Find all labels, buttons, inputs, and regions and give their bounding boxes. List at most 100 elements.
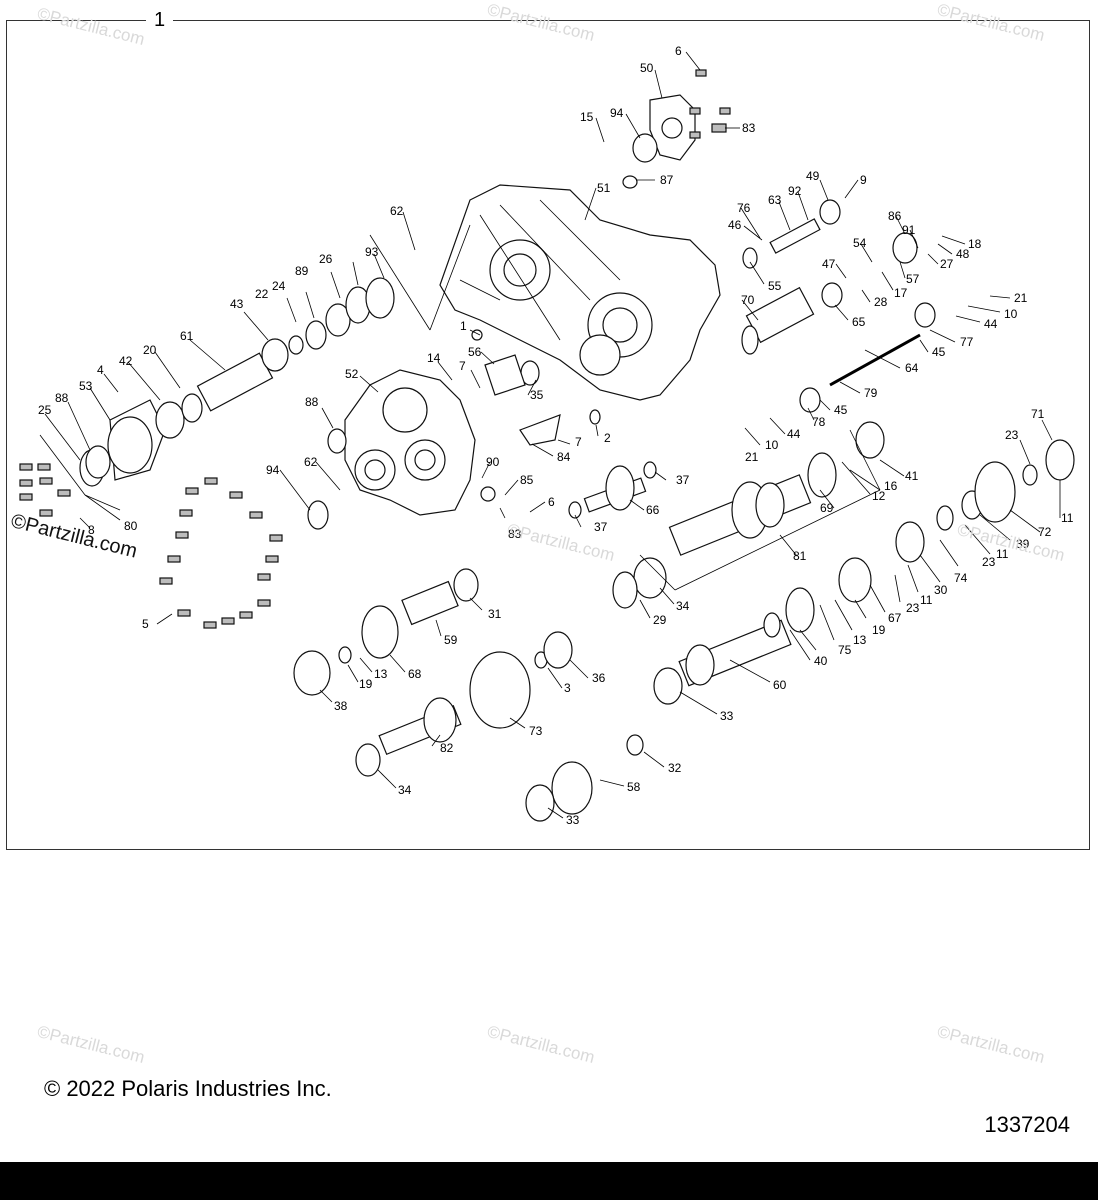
callout-61: 61 (180, 329, 194, 343)
callout-49: 49 (806, 169, 820, 183)
watermark: ©Partzilla.com (35, 1022, 147, 1068)
callout-87: 87 (660, 173, 674, 187)
callout-83: 83 (508, 527, 522, 541)
callout-84: 84 (557, 450, 571, 464)
output-shaft-assembly[interactable] (79, 277, 395, 487)
shift-drum-assembly[interactable] (741, 199, 936, 413)
callout-15: 15 (580, 110, 594, 124)
callout-68: 68 (408, 667, 422, 681)
callout-83: 83 (742, 121, 756, 135)
callout-34: 34 (398, 783, 412, 797)
callout-50: 50 (640, 61, 654, 75)
callout-89: 89 (295, 264, 309, 278)
callout-73: 73 (529, 724, 543, 738)
callout-39: 39 (1016, 537, 1030, 551)
callout-70: 70 (741, 293, 755, 307)
callout-93: 93 (365, 245, 379, 259)
watermark: ©Partzilla.com (485, 1022, 597, 1068)
callout-28: 28 (874, 295, 888, 309)
callout-81: 81 (793, 549, 807, 563)
callout-2: 2 (604, 431, 611, 445)
callout-47: 47 (822, 257, 836, 271)
callout-88: 88 (55, 391, 69, 405)
callout-23: 23 (906, 601, 920, 615)
callout-60: 60 (773, 678, 787, 692)
callout-19: 19 (872, 623, 886, 637)
callout-55: 55 (768, 279, 782, 293)
callout-7: 7 (575, 435, 582, 449)
callout-14: 14 (427, 351, 441, 365)
callout-24: 24 (272, 279, 286, 293)
callout-8: 8 (88, 523, 95, 537)
callout-94: 94 (266, 463, 280, 477)
part-callouts: 6 50 15 94 83 87 51 62 49 9 76 63 92 46 … (38, 44, 1074, 827)
callout-67: 67 (888, 611, 902, 625)
callout-76: 76 (737, 201, 751, 215)
callout-23: 23 (982, 555, 996, 569)
callout-6: 6 (548, 495, 555, 509)
callout-37: 37 (594, 520, 608, 534)
callout-34: 34 (676, 599, 690, 613)
callout-64: 64 (905, 361, 919, 375)
callout-92: 92 (788, 184, 802, 198)
callout-22: 22 (255, 287, 269, 301)
callout-74: 74 (954, 571, 968, 585)
mainshaft-assembly[interactable] (612, 421, 885, 609)
callout-18: 18 (968, 237, 982, 251)
callout-48: 48 (956, 247, 970, 261)
transmission-case-rear[interactable] (439, 184, 721, 401)
callout-57: 57 (906, 272, 920, 286)
callout-90: 90 (486, 455, 500, 469)
callout-5: 5 (142, 617, 149, 631)
transmission-case-front[interactable] (344, 369, 476, 516)
callout-45: 45 (932, 345, 946, 359)
callout-40: 40 (814, 654, 828, 668)
callout-17: 17 (894, 286, 908, 300)
callout-44: 44 (787, 427, 801, 441)
callout-12: 12 (872, 489, 886, 503)
callout-25: 25 (38, 403, 52, 417)
callout-3: 3 (564, 681, 571, 695)
callout-11: 11 (996, 547, 1009, 561)
case-bolts (19, 69, 731, 629)
gear-housing-cover[interactable] (649, 94, 696, 161)
callout-6: 6 (675, 44, 682, 58)
seals-and-bearings (307, 133, 658, 530)
callout-10: 10 (765, 438, 779, 452)
callout-45: 45 (834, 403, 848, 417)
callout-63: 63 (768, 193, 782, 207)
callout-35: 35 (530, 388, 544, 402)
callout-65: 65 (852, 315, 866, 329)
callout-75: 75 (838, 643, 852, 657)
callout-33: 33 (566, 813, 580, 827)
callout-52: 52 (345, 367, 359, 381)
callout-79: 79 (864, 386, 878, 400)
callout-29: 29 (653, 613, 667, 627)
reverse-gear-assembly[interactable] (293, 568, 644, 822)
callout-41: 41 (905, 469, 919, 483)
callout-54: 54 (853, 236, 867, 250)
callout-62: 62 (390, 204, 404, 218)
callout-4: 4 (97, 363, 104, 377)
callout-62: 62 (304, 455, 318, 469)
callout-11: 11 (920, 593, 933, 607)
callout-46: 46 (728, 218, 742, 232)
bottom-bar (0, 1162, 1098, 1200)
watermark: ©Partzilla.com (935, 1022, 1047, 1068)
callout-69: 69 (820, 501, 834, 515)
callout-56: 56 (468, 345, 482, 359)
callout-32: 32 (668, 761, 682, 775)
callout-58: 58 (627, 780, 641, 794)
callout-13: 13 (374, 667, 388, 681)
callout-66: 66 (646, 503, 660, 517)
callout-7: 7 (459, 359, 466, 373)
idler-shaft-assembly[interactable] (568, 461, 657, 519)
callout-9: 9 (860, 173, 867, 187)
callout-20: 20 (143, 343, 157, 357)
callout-71: 71 (1031, 407, 1045, 421)
callout-27: 27 (940, 257, 954, 271)
callout-80: 80 (124, 519, 138, 533)
callout-59: 59 (444, 633, 458, 647)
frame-label: 1 (146, 8, 174, 32)
countershaft-assembly[interactable] (653, 439, 1075, 705)
